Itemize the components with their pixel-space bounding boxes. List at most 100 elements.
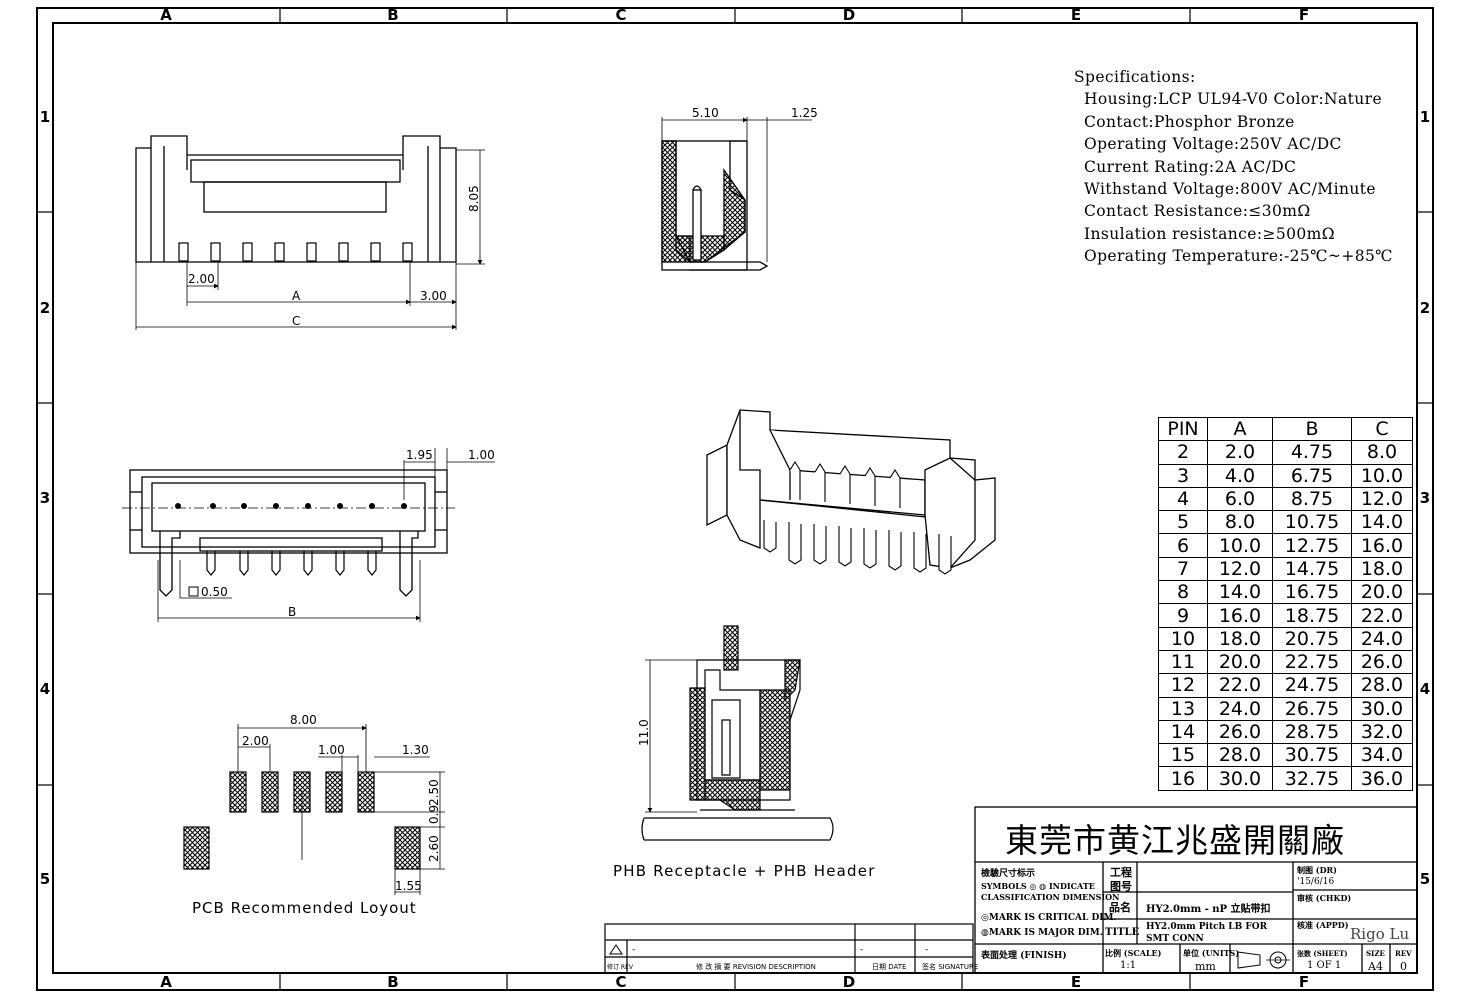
size-value: A4 bbox=[1368, 960, 1383, 973]
rev-label: REV bbox=[1395, 949, 1412, 958]
title-value: HY2.0mm Pitch LB FOR bbox=[1146, 922, 1268, 932]
pcb-pad bbox=[229, 771, 247, 813]
zone-labels: A B C D E F A B C D E F 1 2 3 4 5 1 2 3 … bbox=[40, 6, 1430, 991]
table-header: C bbox=[1351, 416, 1413, 442]
spec-line: Insulation resistance:≥500mΩ bbox=[1084, 224, 1335, 243]
table-cell: 22.0 bbox=[1207, 673, 1273, 698]
col-label: D bbox=[843, 6, 855, 24]
specifications: Specifications: Housing:LCP UL94-V0 Colo… bbox=[1074, 66, 1393, 268]
bottom-view-dims: 1.95 1.00 0.50 B bbox=[201, 448, 495, 619]
sheet-value: 1 OF 1 bbox=[1307, 960, 1342, 971]
table-cell: 3 bbox=[1158, 463, 1208, 488]
col-label: C bbox=[615, 6, 626, 24]
table-cell: 16.75 bbox=[1272, 580, 1352, 605]
table-cell: 16.0 bbox=[1351, 533, 1413, 558]
title-label: TITLE bbox=[1105, 927, 1140, 938]
approved-value: Rigo Lu bbox=[1350, 925, 1410, 943]
dim-b: B bbox=[288, 605, 296, 619]
table-cell: 6.0 bbox=[1207, 486, 1273, 512]
table-cell: 12.0 bbox=[1351, 486, 1413, 512]
units-value: mm bbox=[1195, 960, 1216, 973]
table-cell: 22.0 bbox=[1351, 603, 1413, 628]
table-cell: 18.0 bbox=[1207, 626, 1273, 651]
revision-rev-col: 修订 REV bbox=[607, 963, 634, 971]
side-view bbox=[661, 117, 812, 271]
bottom-view bbox=[122, 448, 495, 622]
table-cell: 2 bbox=[1158, 440, 1208, 465]
revision-dash: - bbox=[860, 945, 863, 955]
col-label: C bbox=[615, 973, 626, 991]
table-cell: 8.75 bbox=[1272, 486, 1352, 512]
table-cell: 24.0 bbox=[1351, 626, 1413, 651]
col-label: D bbox=[843, 973, 855, 991]
table-cell: 8.0 bbox=[1207, 510, 1273, 535]
name-value: HY2.0mm - nP 立贴带扣 bbox=[1146, 904, 1271, 915]
table-cell: 34.0 bbox=[1351, 743, 1413, 768]
col-label: B bbox=[387, 973, 398, 991]
table-cell: 24.75 bbox=[1272, 673, 1352, 698]
dim-end: 3.00 bbox=[420, 289, 447, 303]
scale-label: 比例 (SCALE) bbox=[1105, 948, 1162, 958]
table-cell: 20.0 bbox=[1351, 580, 1413, 605]
table-cell: 10.0 bbox=[1351, 463, 1413, 488]
scale-value: 1:1 bbox=[1120, 960, 1137, 971]
spec-line: Operating Temperature:-25℃~+85℃ bbox=[1084, 247, 1393, 266]
table-cell: 10.0 bbox=[1207, 533, 1273, 558]
spec-line: Current Rating:2A AC/DC bbox=[1084, 157, 1297, 176]
table-cell: 30.0 bbox=[1351, 696, 1413, 721]
col-label: B bbox=[387, 6, 398, 24]
table-cell: 8.0 bbox=[1351, 440, 1413, 465]
side-view-dims: 5.10 1.25 bbox=[692, 106, 818, 120]
table-cell: 14.75 bbox=[1272, 556, 1352, 582]
table-cell: 16.0 bbox=[1207, 603, 1273, 628]
dim-a: A bbox=[292, 289, 301, 303]
revision-block bbox=[604, 923, 974, 974]
spec-line: Withstand Voltage:800V AC/Minute bbox=[1084, 180, 1376, 199]
table-cell: 5 bbox=[1158, 510, 1208, 535]
size-label: SIZE bbox=[1366, 949, 1385, 958]
table-cell: 12.0 bbox=[1207, 556, 1273, 582]
table-cell: 26.0 bbox=[1351, 649, 1413, 675]
mated-caption: PHB Receptacle + PHB Header bbox=[613, 862, 876, 880]
table-cell: 10.75 bbox=[1272, 510, 1352, 535]
table-cell: 30.0 bbox=[1207, 766, 1273, 791]
table-cell: 6.75 bbox=[1272, 463, 1352, 488]
revision-sig-col: 签名 SIGNATURE bbox=[922, 962, 978, 971]
spec-line: Contact:Phosphor Bronze bbox=[1084, 112, 1295, 131]
table-cell: 2.0 bbox=[1207, 440, 1273, 465]
spec-line: Contact Resistance:≤30mΩ bbox=[1084, 202, 1311, 221]
diameter-icon bbox=[188, 586, 199, 597]
row-label: 4 bbox=[1420, 680, 1430, 698]
table-cell: 4.75 bbox=[1272, 440, 1352, 465]
pcb-layout bbox=[183, 724, 445, 895]
revision-date-col: 日期 DATE bbox=[872, 963, 906, 971]
symbols-line1: SYMBOLS ◎ ◍ INDICATE bbox=[981, 881, 1095, 891]
table-cell: 12 bbox=[1158, 673, 1208, 698]
symbols-label: 檢驗尺寸标示 bbox=[981, 869, 1036, 879]
spec-line: Housing:LCP UL94-V0 Color:Nature bbox=[1084, 90, 1383, 109]
table-cell: 32.75 bbox=[1272, 766, 1352, 791]
col-label: A bbox=[160, 6, 172, 24]
row-label: 2 bbox=[40, 299, 50, 317]
table-header: A bbox=[1207, 416, 1273, 442]
table-cell: 11 bbox=[1158, 649, 1208, 675]
drawn-date: '15/6/16 bbox=[1297, 877, 1335, 887]
critical-mark: ◎MARK IS CRITICAL DIM. bbox=[981, 913, 1117, 923]
pcb-mount-pad bbox=[394, 826, 421, 870]
dim-pad-w: 1.00 bbox=[318, 743, 345, 757]
table-cell: 32.0 bbox=[1351, 719, 1413, 745]
table-cell: 14.0 bbox=[1207, 580, 1273, 605]
company-name: 東莞市黄江兆盛開關廠 bbox=[1005, 821, 1345, 860]
